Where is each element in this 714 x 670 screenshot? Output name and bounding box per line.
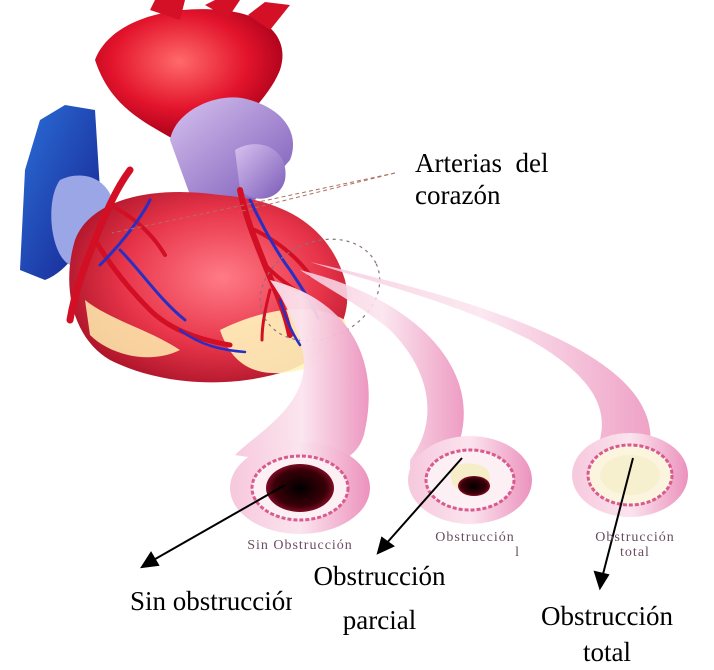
cross-section-no-obstruction	[230, 442, 370, 534]
printed-caption-no-obstruction: Sin Obstrucción	[215, 538, 385, 553]
printed-caption-partial: Obstrucción l	[410, 530, 540, 560]
label-partial-obstruction: Obstrucción parcial	[292, 560, 467, 636]
printed-caption-total-line2: total	[575, 545, 695, 560]
printed-caption-total-line1: Obstrucción	[575, 530, 695, 545]
label-total-line2: total	[522, 636, 692, 668]
label-arteries-line2: corazón	[415, 179, 685, 211]
label-arteries-line1: Arterias del	[415, 147, 685, 179]
cross-section-total-obstruction	[572, 433, 688, 517]
label-partial-line1: Obstrucción	[292, 560, 467, 592]
cross-section-partial-obstruction	[408, 436, 532, 524]
label-total-obstruction: Obstrucción total	[522, 600, 692, 668]
printed-caption-partial-line2: l	[410, 545, 540, 560]
label-total-line1: Obstrucción	[522, 600, 692, 632]
printed-caption-partial-line1: Obstrucción	[410, 530, 540, 545]
label-partial-line2: parcial	[292, 604, 467, 636]
label-arteries-of-heart: Arterias del corazón	[395, 135, 685, 235]
printed-caption-total: Obstrucción total	[575, 530, 695, 560]
